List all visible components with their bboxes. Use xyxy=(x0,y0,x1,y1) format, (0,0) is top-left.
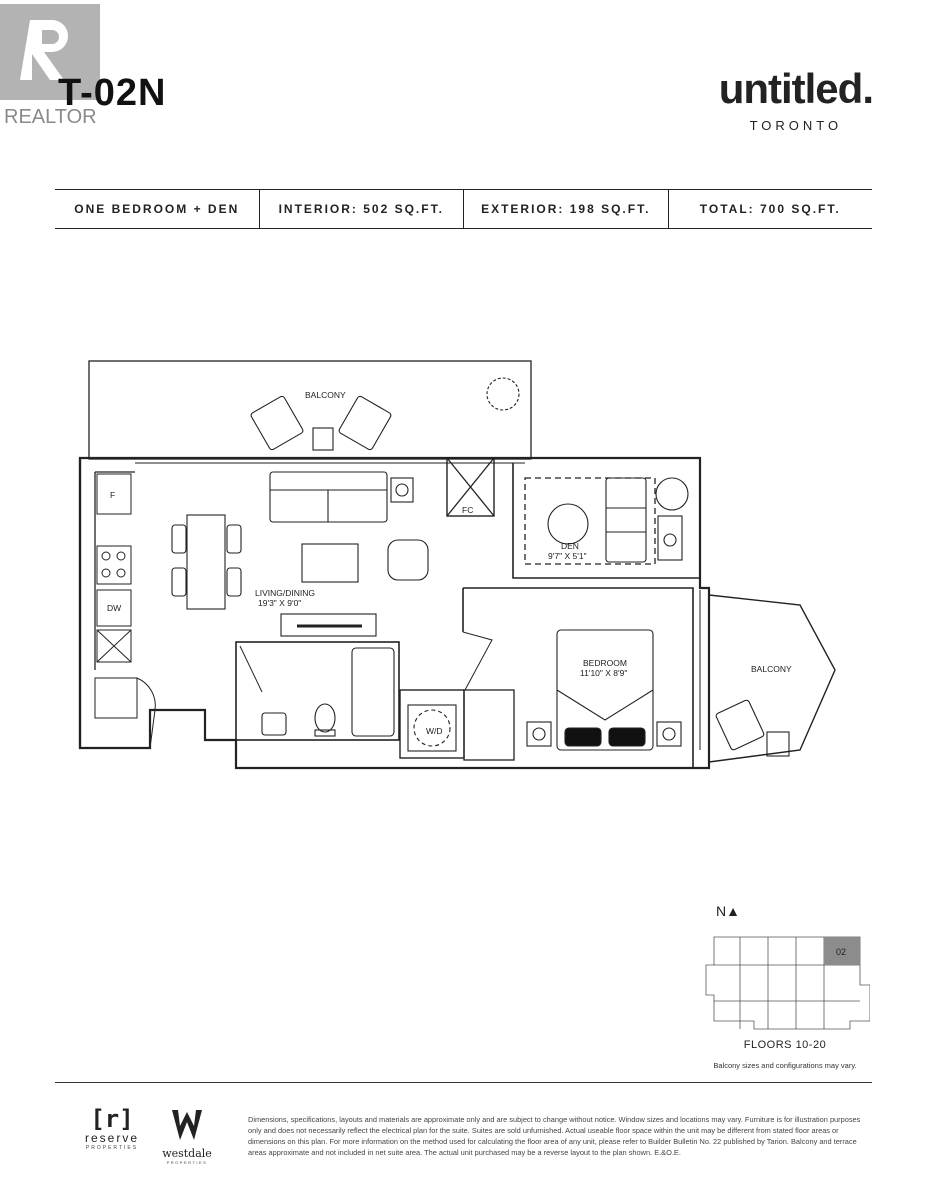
westdale-properties-logo: westdale PROPERTIES xyxy=(158,1108,216,1165)
key-plan-unit-tag: 02 xyxy=(836,947,846,957)
balcony-top xyxy=(88,360,532,460)
cooktop xyxy=(96,545,132,585)
label-bedroom-size: 11'10" X 8'9" xyxy=(580,668,627,678)
key-plan: 02 xyxy=(705,936,870,1030)
fridge xyxy=(96,473,132,515)
label-balcony-right: BALCONY xyxy=(751,664,792,674)
reserve-sub: PROPERTIES xyxy=(85,1145,139,1151)
label-washer-dryer: W/D xyxy=(426,726,443,736)
footer-divider xyxy=(55,1082,872,1083)
label-bedroom-name: BEDROOM xyxy=(583,658,627,668)
westdale-mark-icon xyxy=(172,1110,202,1140)
toilet xyxy=(314,703,336,733)
label-living-size: 19'3" X 9'0" xyxy=(258,598,301,608)
label-den-size: 9'7" X 5'1" xyxy=(548,551,587,561)
dishwasher xyxy=(96,589,132,627)
kitchen-sink xyxy=(96,629,132,663)
floors-label: FLOORS 10-20 xyxy=(743,1039,827,1051)
bathtub xyxy=(351,647,395,737)
disclaimer: Dimensions, specifications, layouts and … xyxy=(248,1115,861,1157)
westdale-name: westdale xyxy=(162,1147,212,1160)
spec-interior: INTERIOR: 502 SQ.FT. xyxy=(260,190,464,228)
label-living-name: LIVING/DINING xyxy=(255,588,315,598)
fireplace-box xyxy=(446,457,495,517)
brand-city: TORONTO xyxy=(749,118,843,133)
north-arrow: N▲ xyxy=(716,903,740,919)
coffee-table xyxy=(301,543,359,583)
vanity-sink xyxy=(261,712,287,736)
floor-plan: BALCONY F DW FC DEN 9'7" X 5'1" LIVING/D… xyxy=(78,360,836,770)
spec-suite-type: ONE BEDROOM + DEN xyxy=(55,190,260,228)
realtor-logo-label: REALTOR xyxy=(4,106,97,128)
reserve-mark: [r] xyxy=(90,1105,134,1133)
realtor-logo: REALTOR xyxy=(0,0,104,130)
unit-title: T-02N xyxy=(58,72,167,114)
spec-bar: ONE BEDROOM + DEN INTERIOR: 502 SQ.FT. E… xyxy=(55,189,872,229)
brand-name: untitled. xyxy=(718,65,874,112)
tv-console xyxy=(280,613,377,637)
westdale-sub: PROPERTIES xyxy=(166,1160,208,1165)
label-fireplace: FC xyxy=(462,505,473,515)
brand-logo: untitled. TORONTO xyxy=(718,65,874,134)
reserve-name: reserve xyxy=(84,1131,139,1145)
reserve-properties-logo: [r] reserve PROPERTIES xyxy=(82,1105,142,1151)
balcony-right xyxy=(708,594,836,763)
key-plan-unit-highlight xyxy=(824,937,860,965)
armchair xyxy=(387,539,429,581)
label-den-name: DEN xyxy=(561,541,579,551)
label-balcony-top: BALCONY xyxy=(305,390,346,400)
spec-total: TOTAL: 700 SQ.FT. xyxy=(699,202,841,216)
dining-table xyxy=(186,514,226,610)
bathroom xyxy=(235,641,400,741)
label-dishwasher: DW xyxy=(107,603,121,613)
label-fridge: F xyxy=(110,490,115,500)
balcony-note: Balcony sizes and configurations may var… xyxy=(713,1061,857,1070)
spec-exterior: EXTERIOR: 198 SQ.FT. xyxy=(464,190,669,228)
